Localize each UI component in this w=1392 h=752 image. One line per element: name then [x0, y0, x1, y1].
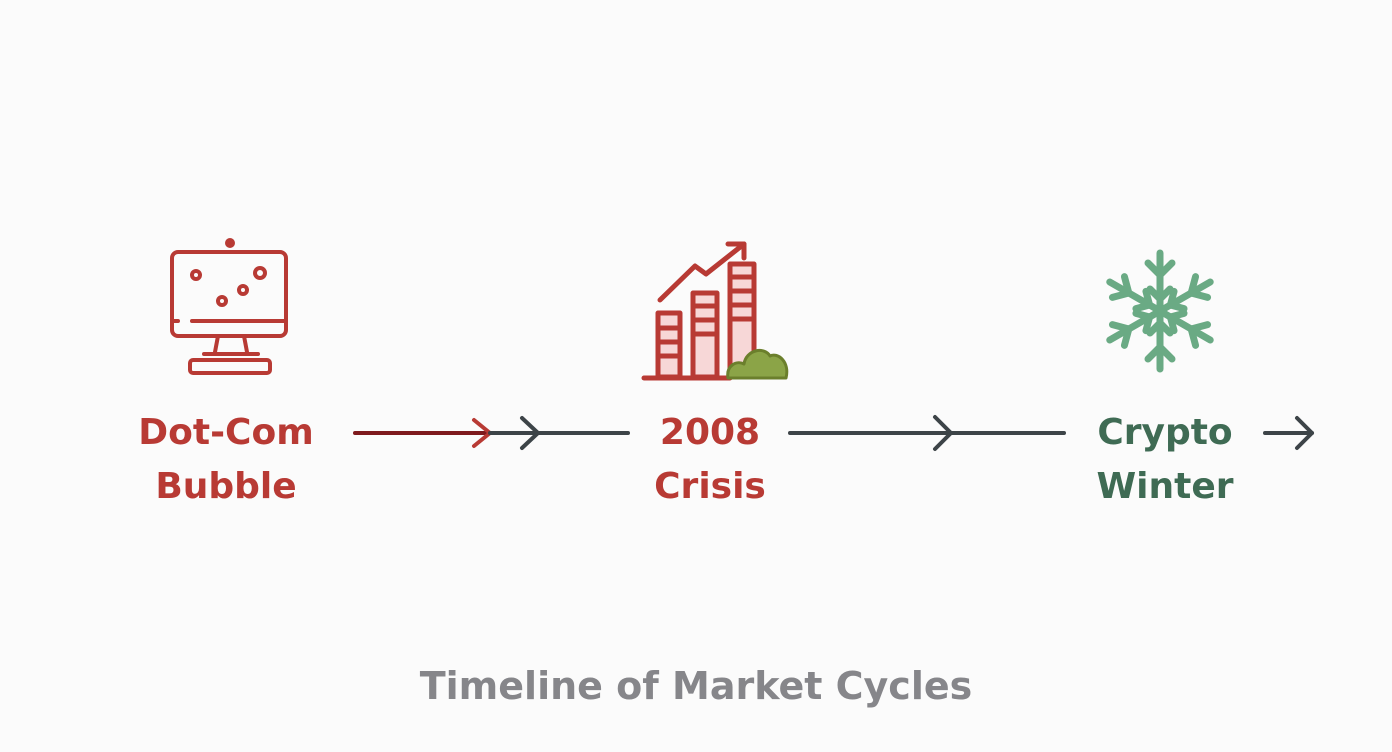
- snowflake-icon: [1100, 249, 1220, 376]
- arrow-head-2: [520, 416, 540, 450]
- computer-monitor-icon: [170, 238, 288, 375]
- event-crypto-label: Crypto Winter: [1070, 406, 1260, 514]
- event-2008-icon: [640, 236, 800, 386]
- bar-chart-rising-icon: [641, 241, 789, 381]
- arrow-head-4: [1295, 416, 1314, 450]
- event-dot-com-line2: Bubble: [155, 466, 297, 507]
- event-dot-com-label: Dot-Com Bubble: [110, 406, 342, 514]
- event-crypto-line2: Winter: [1096, 466, 1234, 507]
- event-2008-line1: 2008: [659, 412, 761, 453]
- event-dot-com-line1: Dot-Com: [138, 412, 314, 453]
- event-2008-label: 2008 Crisis: [610, 406, 810, 514]
- event-dot-com-icon: [160, 236, 300, 381]
- event-crypto-icon: [1100, 246, 1220, 376]
- event-crypto-line1: Crypto: [1097, 412, 1233, 453]
- diagram-title: Timeline of Market Cycles: [419, 664, 973, 708]
- arrow-head-3: [933, 415, 953, 451]
- event-2008-line2: Crisis: [654, 466, 766, 507]
- bush-icon: [726, 348, 789, 380]
